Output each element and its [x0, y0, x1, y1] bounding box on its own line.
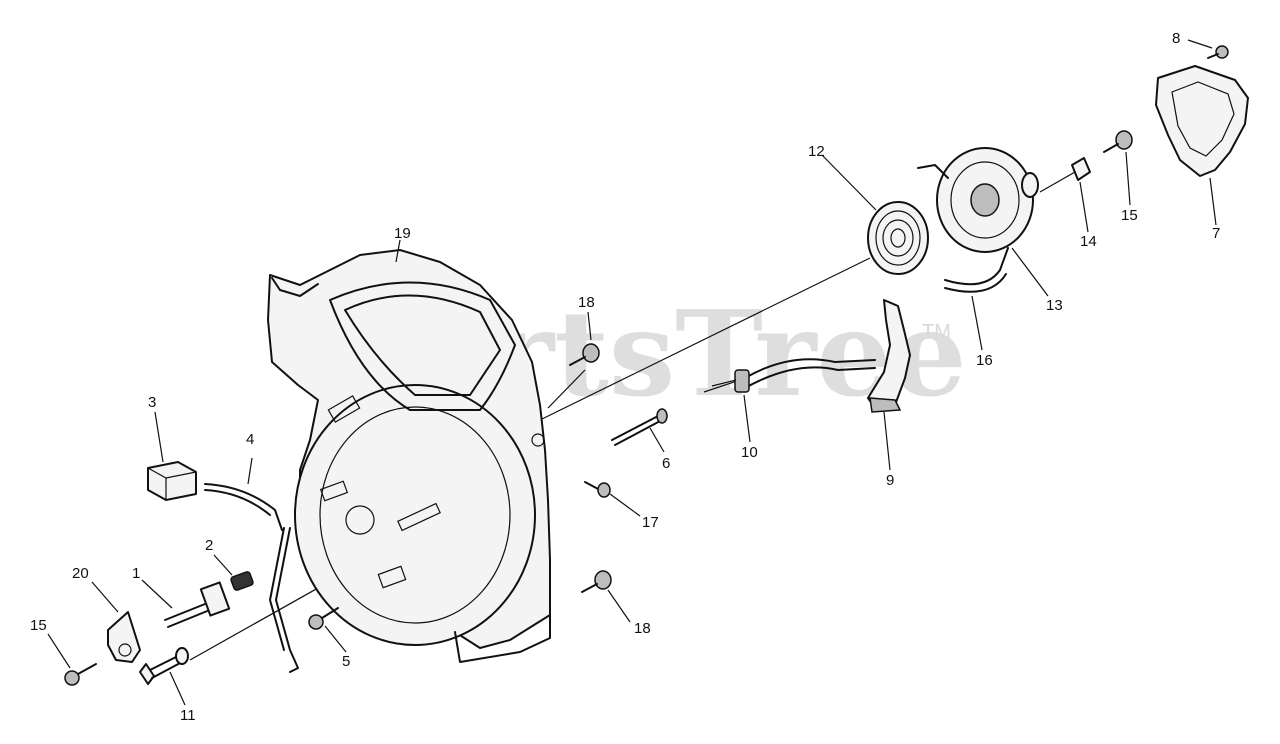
- blower-housing-part[interactable]: [267, 249, 551, 663]
- callout-14: 14: [1080, 233, 1097, 250]
- callout-6: 6: [662, 455, 670, 472]
- starter-rope-part[interactable]: [711, 358, 876, 393]
- pulley-part[interactable]: [936, 147, 1039, 253]
- callout-8: 8: [1172, 30, 1180, 47]
- callout-18-upper: 18: [578, 294, 595, 311]
- spring-part[interactable]: [230, 571, 254, 591]
- callout-4: 4: [246, 431, 254, 448]
- screw-18-lower-part[interactable]: [581, 570, 612, 593]
- spring-cable-part[interactable]: [917, 164, 1009, 293]
- callout-18-lower: 18: [634, 620, 651, 637]
- callout-17: 17: [642, 514, 659, 531]
- callout-15-right: 15: [1121, 207, 1138, 224]
- callout-12: 12: [808, 143, 825, 160]
- gasket-part[interactable]: [1155, 65, 1249, 177]
- bolt-part[interactable]: [139, 647, 189, 685]
- callout-5: 5: [342, 653, 350, 670]
- recoil-spring-part[interactable]: [867, 201, 929, 275]
- screw-5-part[interactable]: [308, 607, 339, 630]
- long-screw-6-part[interactable]: [611, 408, 668, 446]
- callout-10: 10: [741, 444, 758, 461]
- lever-part[interactable]: [107, 611, 141, 663]
- callout-19: 19: [394, 225, 411, 242]
- watermark-trademark: TM: [922, 321, 951, 343]
- bushing-part[interactable]: [1071, 157, 1091, 181]
- callout-1: 1: [132, 565, 140, 582]
- callout-15-left: 15: [30, 617, 47, 634]
- callout-3: 3: [148, 394, 156, 411]
- curved-strip-part[interactable]: [204, 483, 283, 531]
- callout-labels: 19 3 4 2 1 20 15 11 5 18 18 6 17 10 9 12…: [30, 30, 1220, 724]
- screw-18-upper-part[interactable]: [569, 343, 600, 366]
- screw-17-part[interactable]: [584, 481, 611, 498]
- callout-11: 11: [180, 707, 196, 724]
- callout-20: 20: [72, 565, 89, 582]
- screw-left-part[interactable]: [64, 663, 97, 686]
- screw-right-part[interactable]: [1103, 130, 1133, 153]
- callout-9: 9: [886, 472, 894, 489]
- linkage-rod-part[interactable]: [269, 527, 299, 673]
- callout-7: 7: [1212, 225, 1220, 242]
- callout-16: 16: [976, 352, 993, 369]
- starter-handle-part[interactable]: [867, 299, 911, 413]
- screw-8-part[interactable]: [1207, 45, 1229, 59]
- pin-shaft-part[interactable]: [164, 581, 231, 628]
- callout-13: 13: [1046, 297, 1063, 314]
- callout-leaders: [47, 39, 1217, 706]
- callout-2: 2: [205, 537, 213, 554]
- block-part[interactable]: [147, 461, 197, 501]
